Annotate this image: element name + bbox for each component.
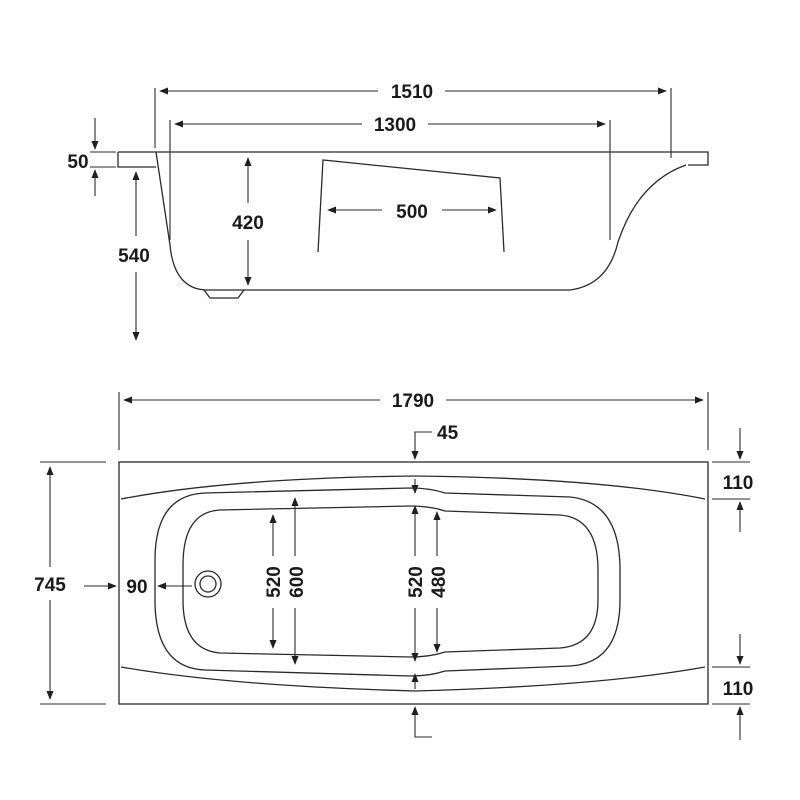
waste-outlet-icon — [194, 570, 222, 598]
dimension-420: 420 — [232, 157, 264, 286]
side-view: 1510 1300 50 420 500 — [67, 82, 709, 341]
top-view: 1790 45 745 90 110 — [34, 391, 753, 740]
dimension-label-500: 500 — [396, 202, 428, 223]
dimension-label-600: 600 — [287, 566, 308, 598]
dimension-label-520-middle: 520 — [406, 566, 427, 598]
dimension-520-middle: 520 — [406, 479, 427, 689]
dimension-label-110-top: 110 — [723, 473, 754, 494]
dimension-1510: 1510 — [154, 82, 672, 158]
dimension-600: 600 — [287, 497, 308, 665]
dimension-45: 45 — [411, 423, 459, 738]
dimension-label-110-bottom: 110 — [723, 679, 754, 700]
dimension-520-left: 520 — [264, 514, 285, 649]
dimension-label-420: 420 — [232, 213, 264, 234]
dimension-480: 480 — [429, 511, 450, 653]
dimension-label-50: 50 — [67, 152, 88, 173]
top-view-bathtub-outline — [118, 461, 709, 705]
dimension-110-top: 110 — [712, 428, 753, 532]
dimension-label-520-left: 520 — [264, 566, 285, 598]
dimension-label-1510: 1510 — [391, 82, 433, 103]
dimension-label-1790: 1790 — [392, 391, 434, 412]
dimension-110-bottom: 110 — [712, 634, 753, 740]
dimension-label-45: 45 — [437, 423, 459, 444]
dimension-745: 745 — [34, 461, 106, 705]
dimension-1790: 1790 — [118, 391, 709, 450]
dimension-90: 90 — [84, 577, 192, 598]
dimension-label-480: 480 — [429, 566, 450, 598]
dimension-label-540: 540 — [118, 246, 150, 267]
dimension-1300: 1300 — [169, 115, 611, 240]
dimension-500: 500 — [327, 202, 497, 223]
dimension-label-1300: 1300 — [374, 115, 416, 136]
side-view-bathtub-outline — [117, 151, 709, 299]
dimension-label-90: 90 — [126, 577, 147, 598]
dimension-label-745: 745 — [34, 575, 66, 596]
dimension-50: 50 — [67, 118, 116, 196]
dimension-540: 540 — [118, 171, 150, 341]
